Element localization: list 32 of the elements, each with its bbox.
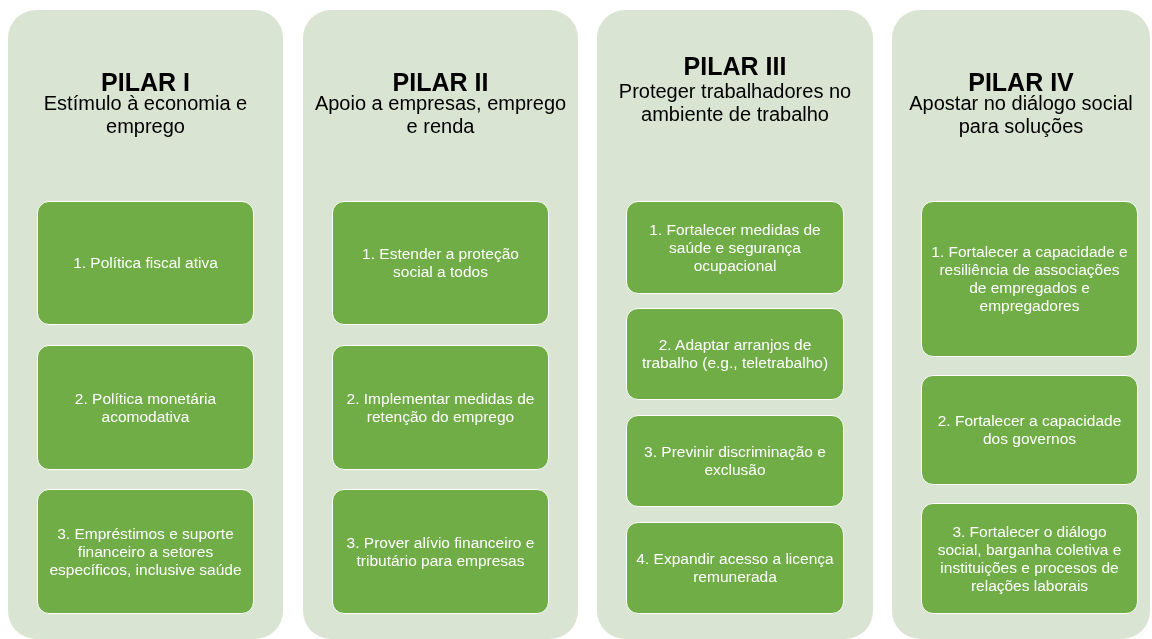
- measure-text: 2. Política monetária acomodativa: [73, 389, 218, 426]
- measure-text: 3. Fortalecer o diálogo social, barganha coletiva e instituições e procesos de relações laborais: [936, 522, 1123, 595]
- measure-text: 3. Prover alívio financeiro e tributário para empresas: [345, 533, 536, 570]
- measure-text: 2. Fortalecer a capacidade dos governos: [936, 412, 1123, 448]
- measure-box: [921, 201, 1138, 357]
- measure-box: [37, 489, 254, 614]
- measure-text: 4. Expandir acesso a licença remunerada: [635, 550, 835, 586]
- measure-box: [332, 489, 549, 614]
- pillar-subtitle: Proteger trabalhadores no ambiente de trabalho: [617, 80, 853, 126]
- measure-box: [626, 201, 844, 294]
- measure-text: 2. Implementar medidas de retenção do emprego: [345, 389, 536, 426]
- measure-box: [921, 375, 1138, 485]
- measure-text: 3. Previnir discriminação e exclusão: [643, 443, 827, 479]
- measure-box: [626, 522, 844, 614]
- measure-box: [921, 503, 1138, 614]
- measure-box: [332, 201, 549, 325]
- pillar-panel: [892, 10, 1150, 639]
- pillar-panel: [303, 10, 578, 639]
- pillar-heading: PILAR III: [682, 52, 788, 81]
- measure-text: 1. Fortalecer a capacidade e resiliência de associações de empregados e empregadores: [930, 243, 1129, 315]
- measure-box: [626, 415, 844, 507]
- measure-box: [626, 308, 844, 400]
- measure-box: [37, 345, 254, 470]
- measure-box: [37, 201, 254, 325]
- measure-text: 1. Fortalecer medidas de saúde e segurança ocupacional: [648, 220, 822, 275]
- measure-text: 1. Estender a proteção social a todos: [361, 245, 520, 281]
- measure-box: [332, 345, 549, 470]
- pillar-panel: [8, 10, 283, 639]
- measure-text: 3. Empréstimos e suporte financeiro a setores específicos, inclusive saúde: [48, 524, 243, 579]
- measure-text: 2. Adaptar arranjos de trabalho (e.g., teletrabalho): [640, 336, 830, 372]
- pillar-panel: [597, 10, 873, 639]
- measure-text: 1. Política fiscal ativa: [73, 254, 218, 272]
